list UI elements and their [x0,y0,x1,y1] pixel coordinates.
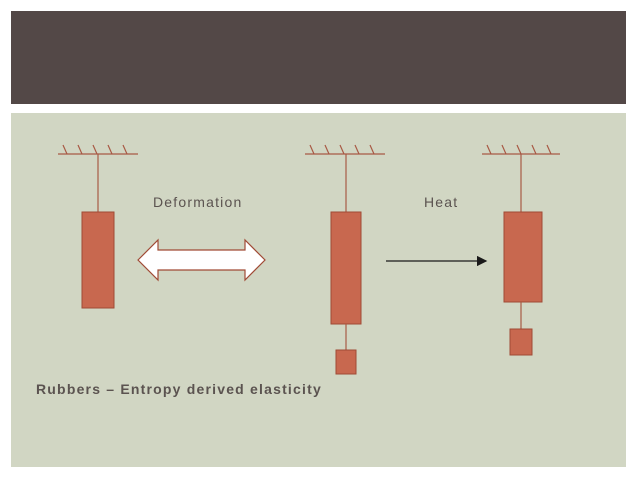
rubber-setup-stretched [305,144,385,375]
support-hatching-icon [305,144,385,155]
support-hatching-icon [58,144,138,155]
rubber-setup-heated [482,144,560,356]
rubber-setup-unloaded [58,144,138,309]
rubber-block [330,211,362,325]
heat-label: Heat [424,194,458,210]
rubber-block [503,211,543,303]
slide-caption: Rubbers – Entropy derived elasticity [36,381,322,397]
double-arrow-icon [137,238,266,282]
support-hatching-icon [482,144,560,155]
weight-block [335,349,357,375]
deformation-label: Deformation [153,194,242,210]
rubber-block [81,211,115,309]
weight-block [509,328,533,356]
title-bar [11,11,626,104]
